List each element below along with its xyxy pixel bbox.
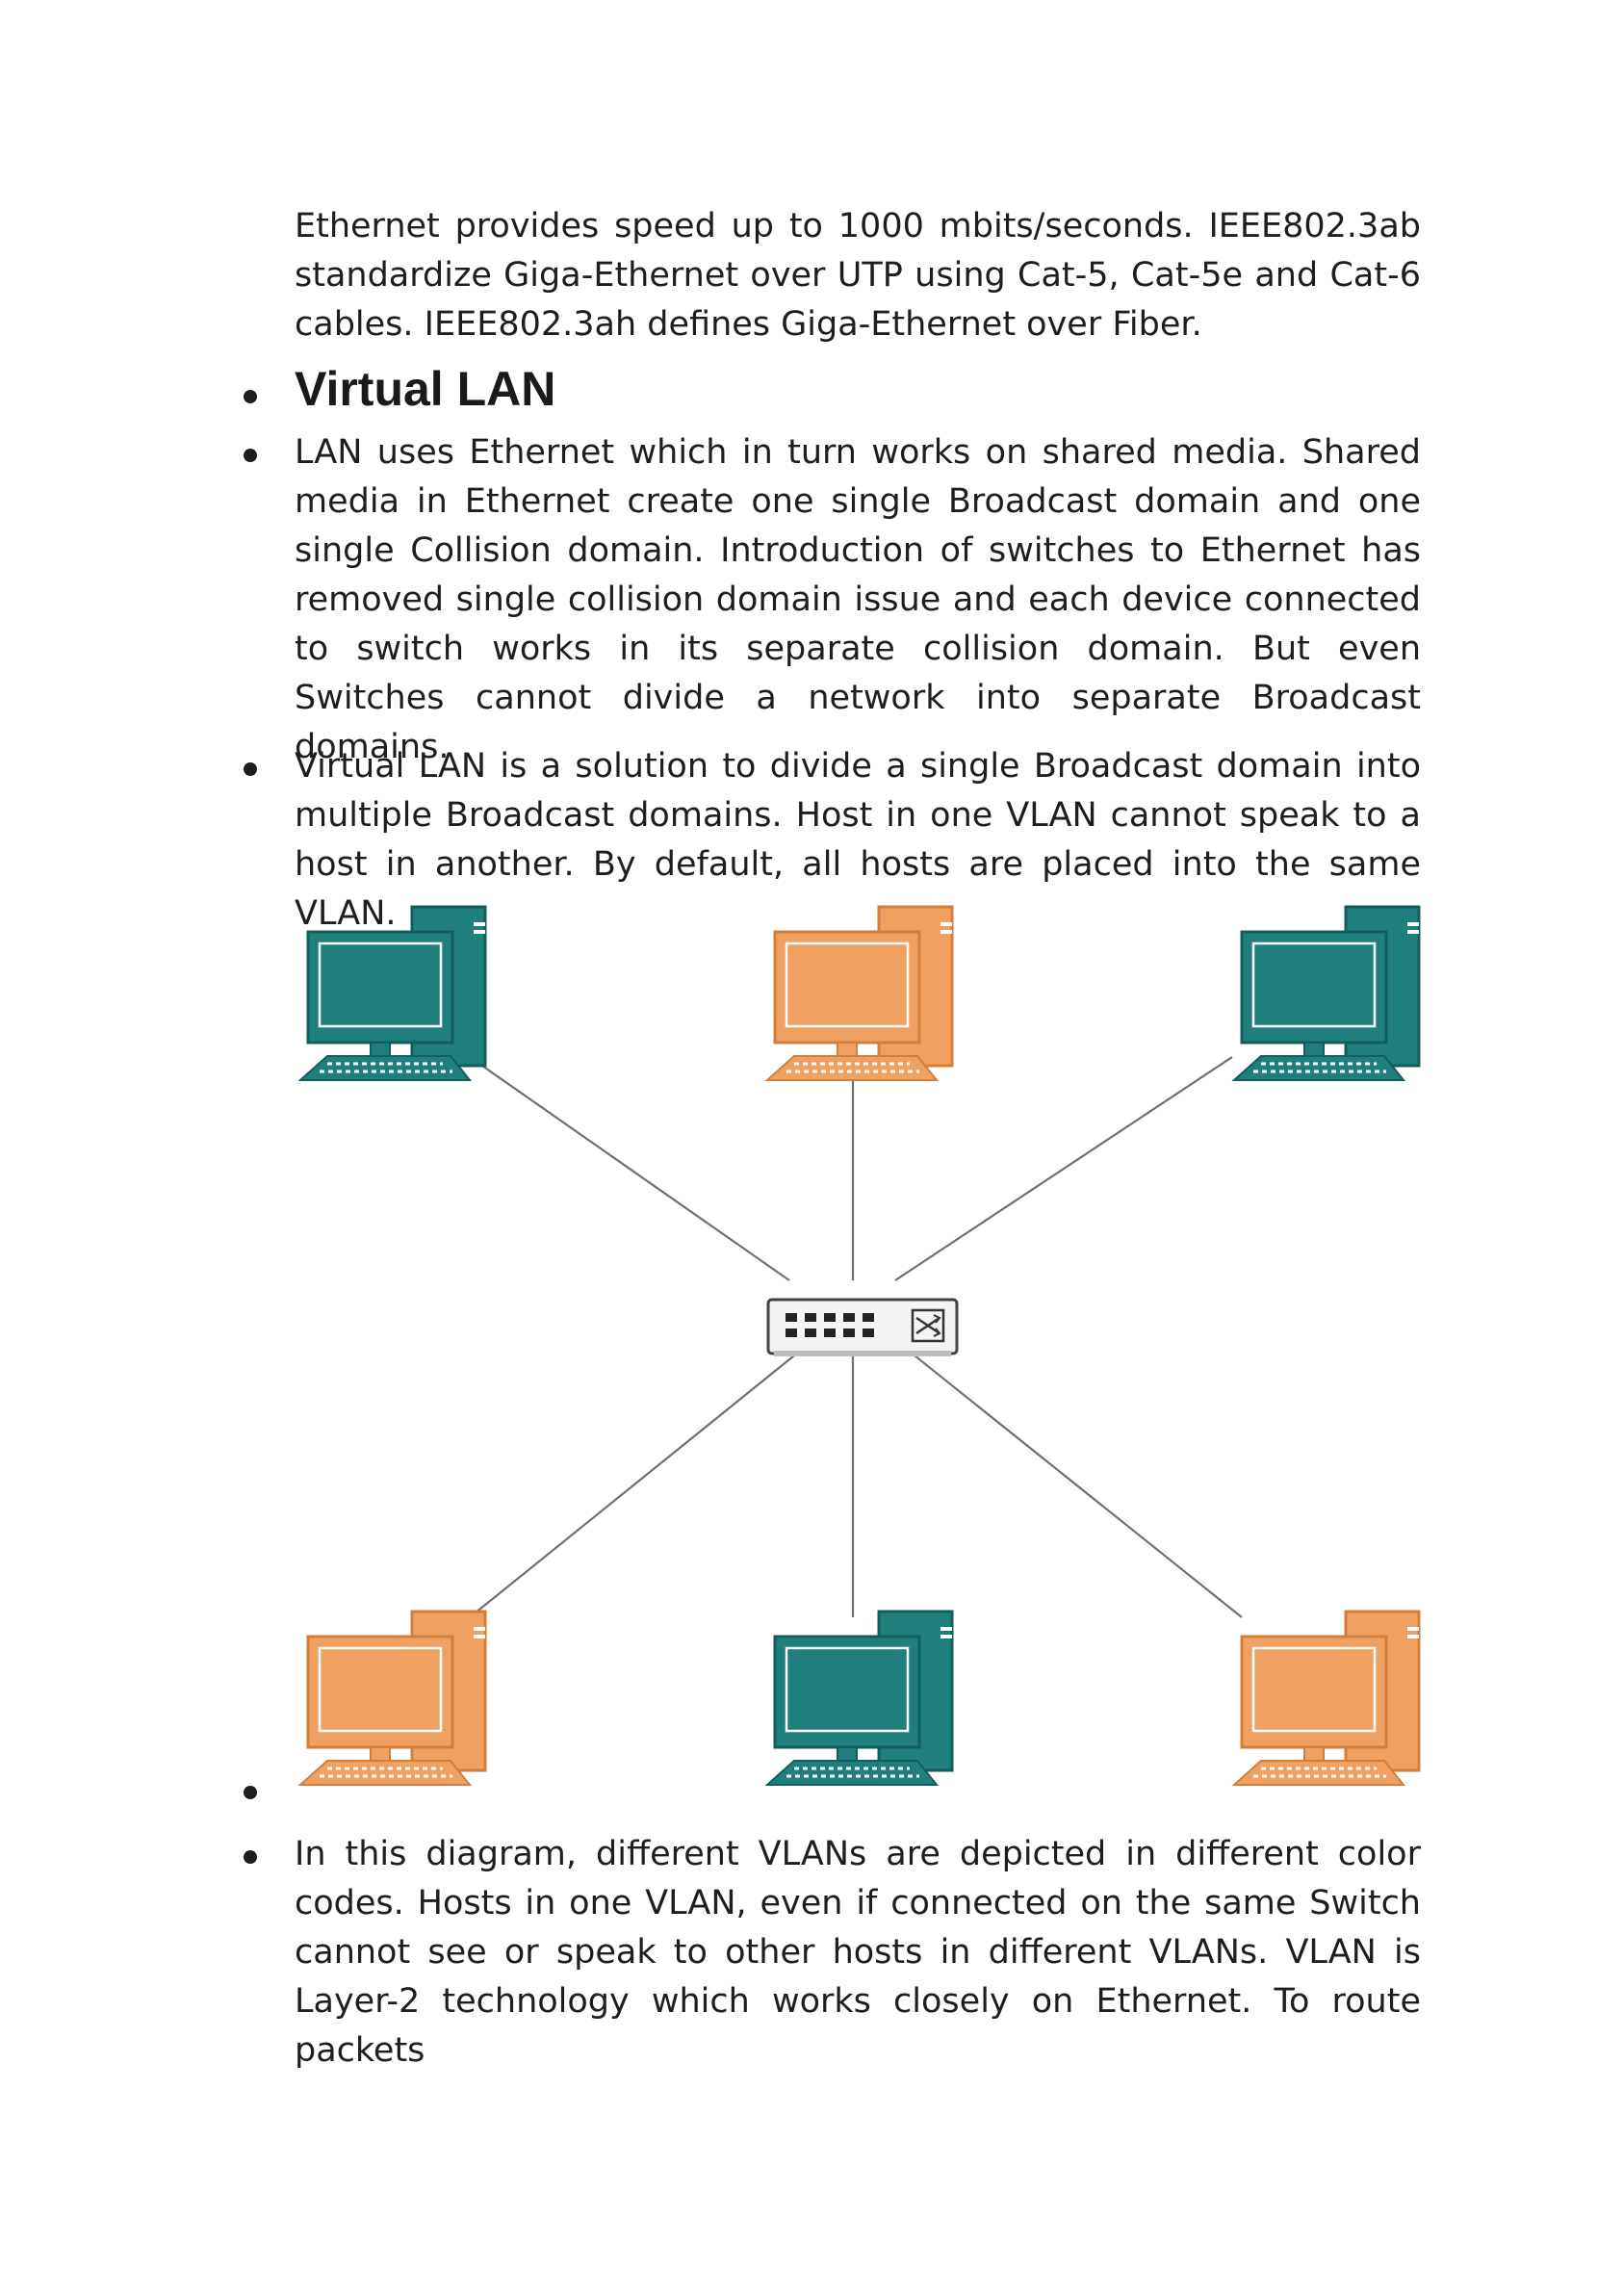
host-top-right	[1232, 905, 1421, 1082]
network-switch-icon	[766, 1298, 959, 1356]
bullet	[244, 390, 257, 403]
vlan-paragraph-2: Virtual LAN is a solution to divide a si…	[295, 747, 1421, 933]
bullet	[244, 1786, 257, 1799]
bullet	[244, 762, 257, 776]
host-bottom-right	[1232, 1610, 1421, 1787]
bullet	[244, 449, 257, 462]
vlan-paragraph-1: LAN uses Ethernet which in turn works on…	[295, 433, 1421, 766]
section-heading: Virtual LAN	[295, 362, 556, 416]
host-top-center	[765, 905, 954, 1082]
host-top-left	[298, 905, 487, 1082]
vlan-paragraph-3: In this diagram, different VLANs are dep…	[295, 1835, 1421, 2070]
cable-links	[469, 1056, 1243, 1618]
vlan-diagram	[298, 905, 1421, 1787]
bullet	[244, 1850, 257, 1864]
host-bottom-left	[298, 1610, 487, 1787]
intro-paragraph: Ethernet provides speed up to 1000 mbits…	[295, 207, 1421, 344]
host-bottom-center	[765, 1610, 954, 1787]
